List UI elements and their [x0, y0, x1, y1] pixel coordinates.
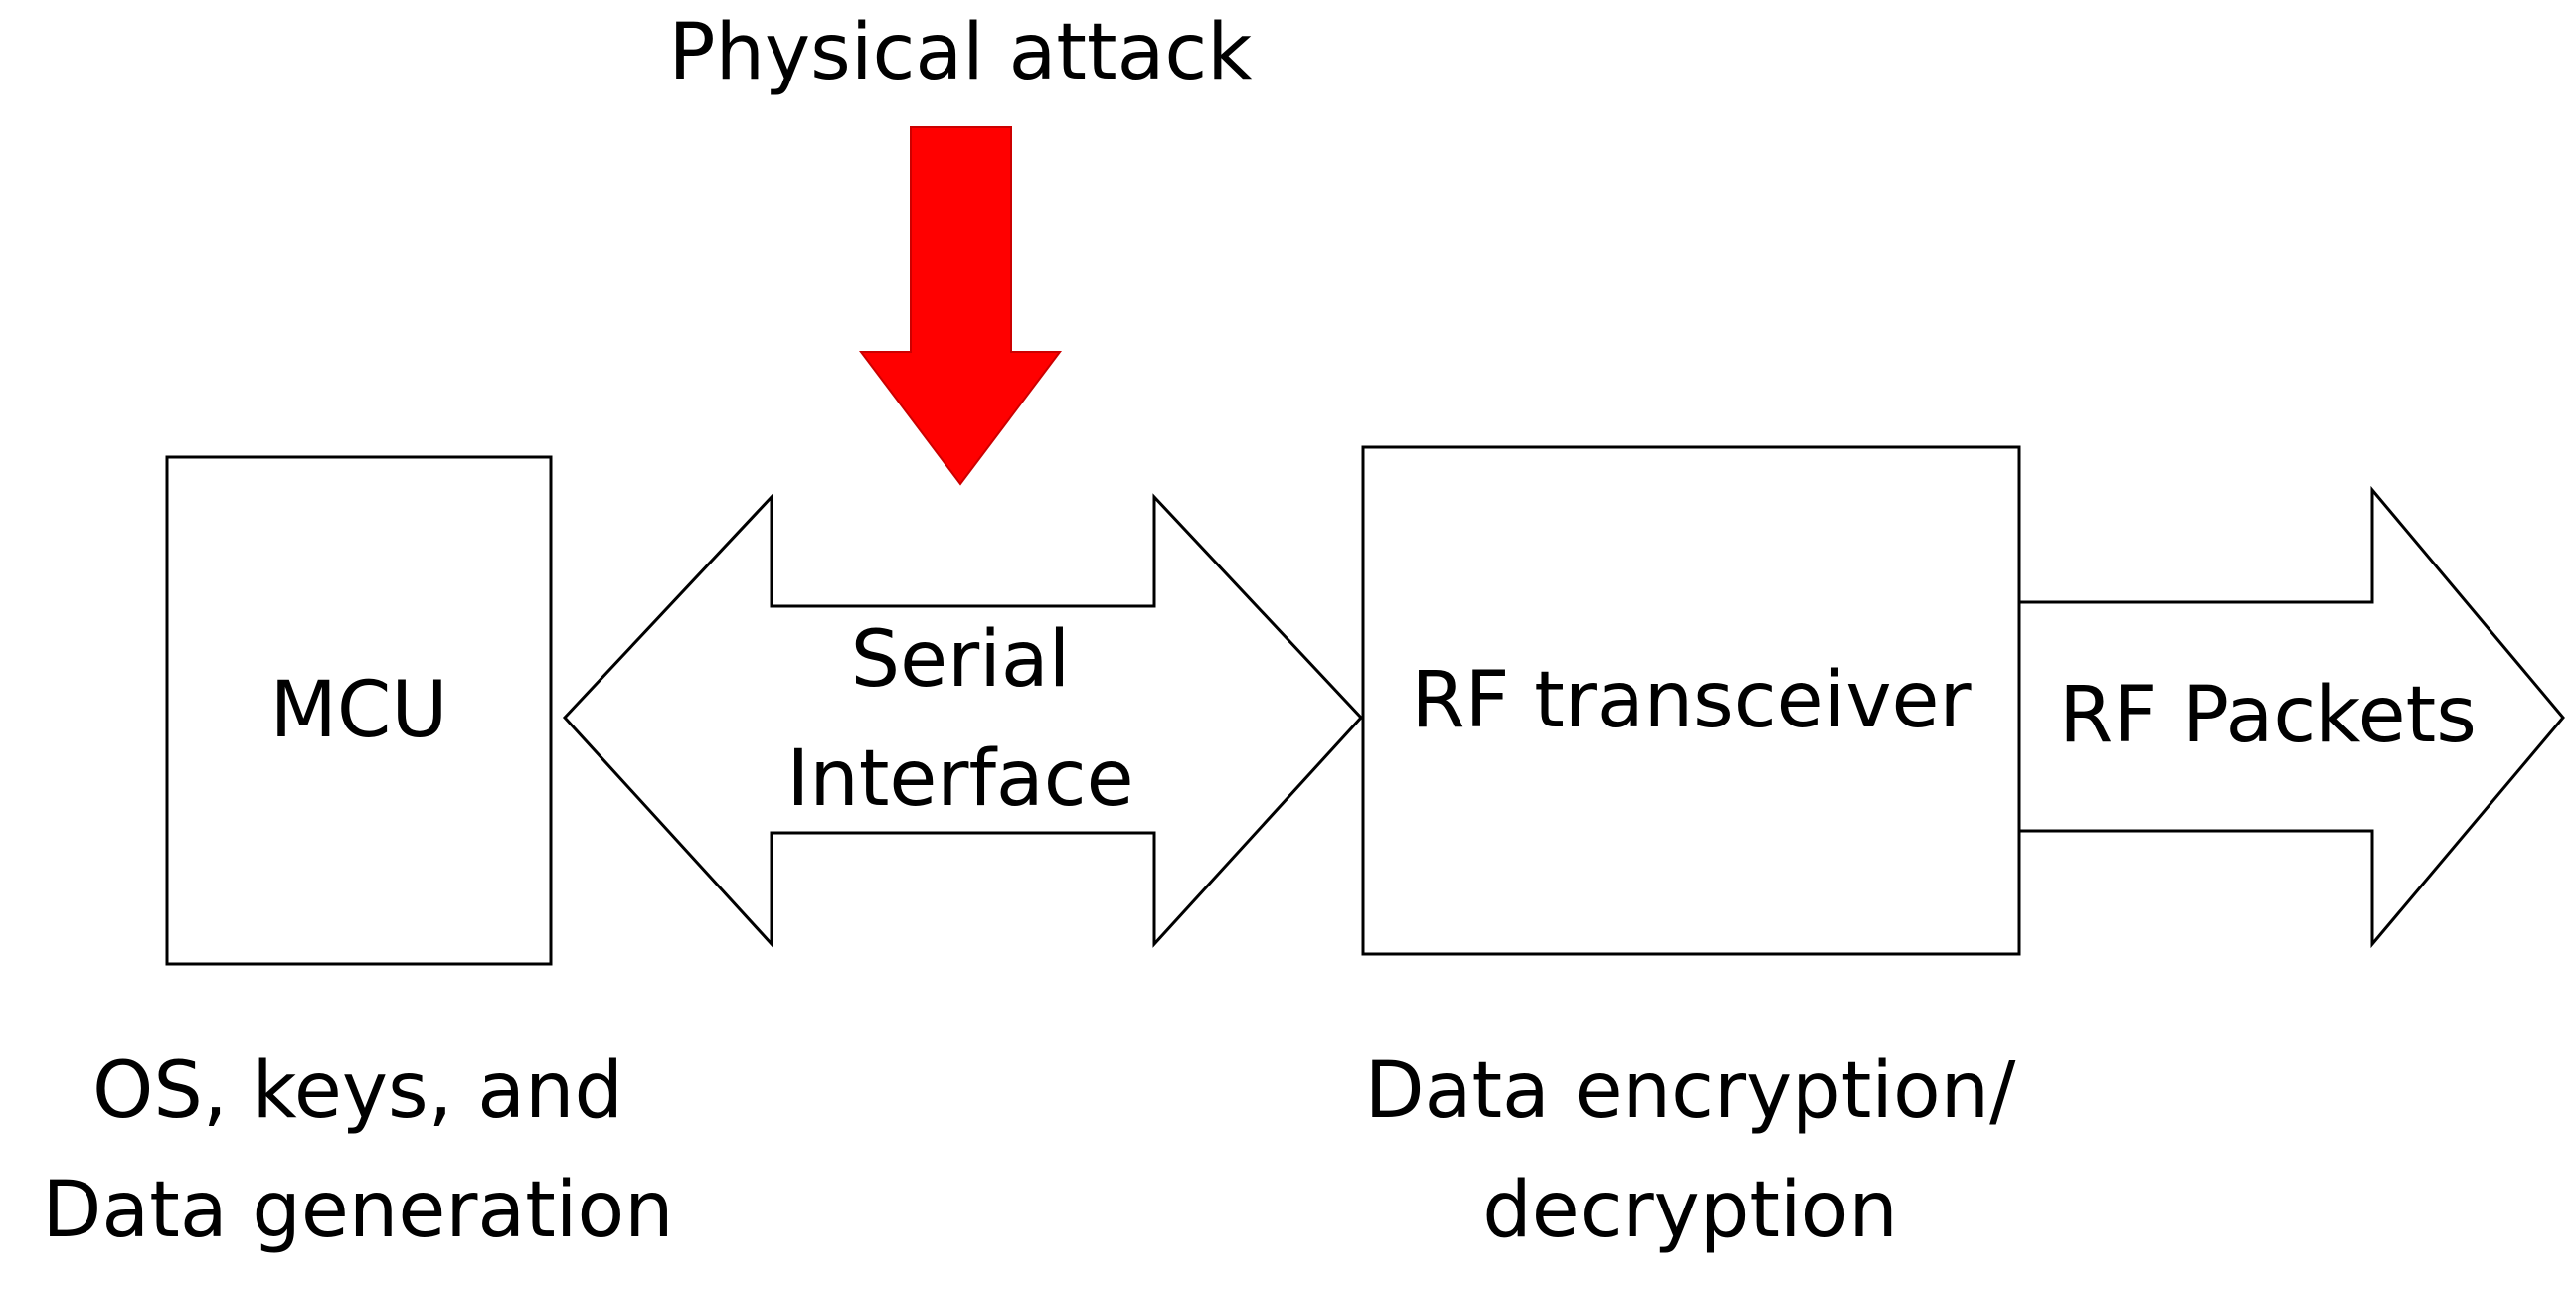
mcu-label: MCU — [269, 666, 448, 755]
mcu-caption-line2: Data generation — [42, 1166, 674, 1255]
mcu-caption-line1: OS, keys, and — [91, 1047, 623, 1136]
rf-caption-line2: decryption — [1482, 1166, 1898, 1255]
rf-transceiver-label: RF transceiver — [1411, 656, 1972, 745]
mcu-box — [165, 455, 553, 966]
serial-label-line2: Interface — [786, 734, 1134, 824]
physical-attack-label: Physical attack — [668, 8, 1253, 97]
rf-caption-line1: Data encryption/ — [1364, 1047, 2016, 1136]
rf-transceiver-box — [1361, 445, 2021, 956]
serial-label-line1: Serial — [850, 615, 1071, 705]
serial-interface-label: Serial Interface — [712, 600, 1209, 839]
mcu-caption: OS, keys, and Data generation — [0, 1032, 716, 1270]
rf-packets-label: RF Packets — [2059, 671, 2477, 760]
rf-packets-arrow — [2017, 485, 2565, 949]
serial-interface-arrow — [562, 493, 1364, 948]
rf-caption: Data encryption/ decryption — [1292, 1032, 2088, 1270]
physical-attack-arrow — [858, 126, 1063, 486]
